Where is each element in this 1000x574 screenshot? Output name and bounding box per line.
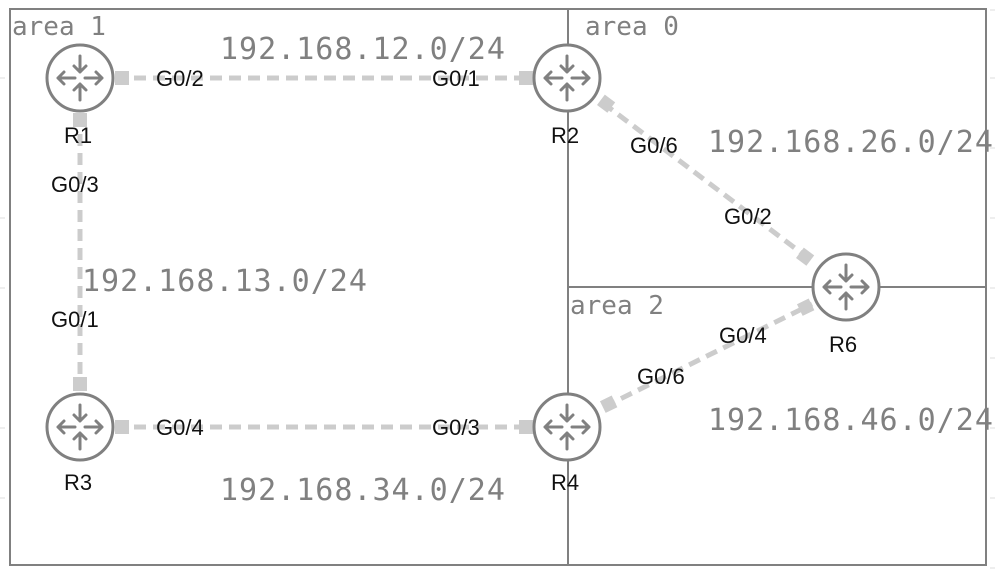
router-arrow-icon [72,403,88,423]
interface-label-r2-g0-6: G0/6 [630,133,678,158]
router-arrow-icon [849,279,870,295]
interface-label-r3-g0-1: G0/1 [51,307,99,332]
interface-label-r3-g0-4: G0/4 [156,415,204,440]
port-r2-g0-6 [596,94,616,113]
network-label-r1-r3: 192.168.13.0/24 [82,264,368,299]
port-r1-g0-2 [115,71,129,85]
interface-label-r1-g0-2: G0/2 [156,66,204,91]
router-icon [45,43,115,113]
router-arrow-icon [56,70,77,86]
port-r6-g0-4 [796,298,815,316]
port-r1-g0-3 [73,113,87,127]
interface-label-r4-g0-3: G0/3 [432,415,480,440]
router-arrow-icon [570,419,591,435]
router-icon [45,392,115,462]
port-r3-g0-1 [73,377,87,391]
router-r1[interactable] [45,43,115,113]
router-r3[interactable] [45,392,115,462]
routers [45,43,881,462]
router-r2[interactable] [532,43,602,113]
port-r6-g0-2 [795,247,815,266]
network-label-r3-r4: 192.168.34.0/24 [220,473,506,508]
router-label-r6: R6 [829,332,857,357]
router-arrow-icon [822,279,843,295]
router-arrow-icon [56,419,77,435]
area-label-1: area 1 [12,12,106,42]
port-r2-g0-1 [519,71,533,85]
router-arrow-icon [559,403,575,423]
router-icon [532,392,602,462]
router-arrow-icon [72,431,88,451]
router-arrow-icon [838,263,854,283]
router-arrow-icon [559,431,575,451]
router-arrow-icon [543,419,564,435]
network-label-r1-r2: 192.168.12.0/24 [220,32,506,67]
area-boundaries [9,8,987,566]
router-label-r2: R2 [551,123,579,148]
interface-label-r6-g0-4: G0/4 [719,323,767,348]
background-grid [0,9,1000,569]
links [77,75,814,430]
interface-label-r2-g0-1: G0/1 [432,66,480,91]
router-label-r1: R1 [64,123,92,148]
router-arrow-icon [72,82,88,102]
router-arrow-icon [838,291,854,311]
router-label-r3: R3 [64,470,92,495]
router-arrow-icon [83,419,104,435]
interface-label-r6-g0-2: G0/2 [724,204,772,229]
link-r2-r6[interactable] [601,101,814,263]
network-label-r2-r6: 192.168.26.0/24 [708,125,994,160]
router-arrow-icon [570,70,591,86]
link-r4-r6[interactable] [602,301,814,410]
router-label-r4: R4 [551,470,579,495]
router-arrow-icon [72,54,88,74]
router-arrow-icon [559,82,575,102]
ports [73,71,815,434]
router-arrow-icon [83,70,104,86]
router-arrow-icon [543,70,564,86]
area-label-0: area 0 [585,12,679,42]
router-arrow-icon [559,54,575,74]
port-r4-g0-3 [519,420,533,434]
port-r3-g0-4 [115,420,129,434]
router-r6[interactable] [811,252,881,322]
network-label-r4-r6: 192.168.46.0/24 [708,403,994,438]
interface-label-r1-g0-3: G0/3 [51,172,99,197]
router-r4[interactable] [532,392,602,462]
router-icon [532,43,602,113]
router-icon [811,252,881,322]
interface-label-r4-g0-6: G0/6 [637,364,685,389]
port-r4-g0-6 [599,395,618,413]
area-label-2: area 2 [570,291,664,321]
